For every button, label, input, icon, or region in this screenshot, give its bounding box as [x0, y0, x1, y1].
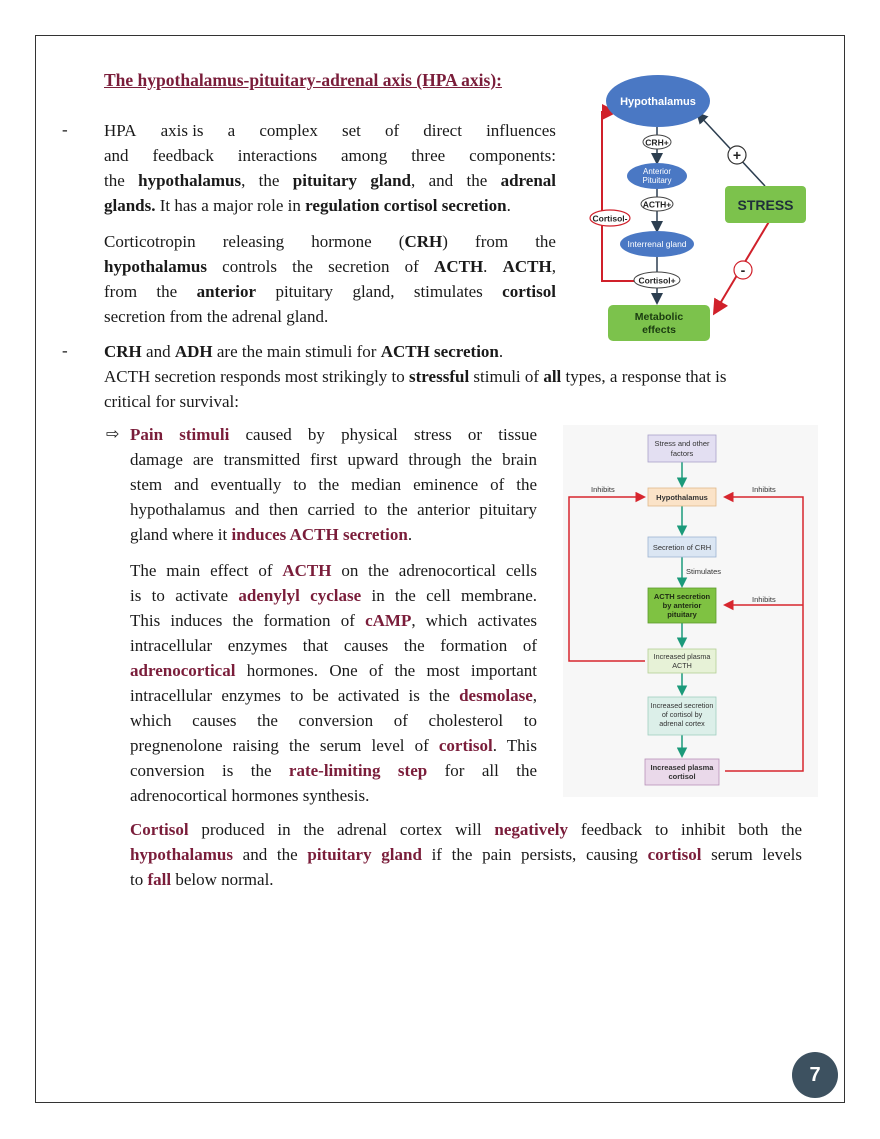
acth-label: ACTH+: [643, 200, 672, 210]
bullet-dash: -: [62, 341, 68, 360]
p5-line2: is to activate adenylyl cyclase in the c…: [130, 586, 537, 605]
feedback-arrow: [601, 104, 646, 282]
p6-line1: Cortisol produced in the adrenal cortex …: [130, 820, 803, 839]
p2-line2: hypothalamus controls the secretion of A…: [104, 257, 556, 276]
svg-text:Hypothalamus: Hypothalamus: [656, 493, 708, 502]
bullet-dash: -: [62, 120, 68, 139]
p5-line9: conversion is the rate-limiting step for…: [130, 761, 537, 780]
p3-line3: critical for survival:: [104, 392, 240, 411]
arrow-bullet-icon: ⇨: [106, 424, 120, 443]
cortisol-plus-node: [633, 271, 681, 289]
interrenal-gland-node: [620, 231, 694, 257]
cortisol-plus-label: Cortisol+: [638, 276, 675, 286]
page-number-badge: 7: [792, 1052, 838, 1098]
metabolic-label-2: effects: [642, 324, 676, 336]
hypothalamus-box: [647, 487, 717, 507]
interrenal-label: Interrenal gland: [627, 239, 686, 249]
p3-line1: CRH and ADH are the main stimuli for ACT…: [104, 342, 504, 361]
p1-line4: glands. It has a major role in regulatio…: [104, 196, 511, 215]
p5-line10: adrenocortical hormones synthesis.: [130, 786, 370, 805]
pituitary-label: Pituitary: [643, 176, 672, 185]
p5-line8: pregnenolone raising the serum level of …: [130, 736, 537, 755]
p4-line4: hypothalamus and then carried to the ant…: [130, 500, 537, 519]
svg-text:+: +: [733, 147, 741, 163]
hypothalamus-node: [606, 75, 710, 127]
crh-label: CRH+: [645, 138, 668, 148]
section-title: The hypothalamus-pituitary-adrenal axis …: [104, 70, 502, 90]
hypothalamus-label: Hypothalamus: [620, 96, 696, 108]
p4-line2: damage are transmitted first upward thro…: [130, 450, 537, 469]
p6-line3: to fall below normal.: [130, 870, 274, 889]
svg-text:Increased secretion: Increased secretion: [651, 701, 714, 710]
p5-line4: intracellular enzymes that causes the fo…: [130, 636, 537, 655]
p1-line3: the hypothalamus, the pituitary gland, a…: [104, 171, 556, 190]
p4-line1: Pain stimuli caused by physical stress o…: [130, 425, 537, 444]
p2-line3: from the anterior pituitary gland, stimu…: [104, 282, 556, 301]
p5-line1: The main effect of ACTH on the adrenocor…: [130, 561, 537, 580]
cortisol-minus-node: [589, 209, 631, 227]
svg-text:of cortisol by: of cortisol by: [662, 710, 703, 719]
p5-line3: This induces the formation of cAMP, whic…: [130, 611, 538, 630]
p2-line1: Corticotropin releasing hormone (CRH) fr…: [104, 232, 556, 251]
svg-text:Increased plasma: Increased plasma: [654, 652, 711, 661]
stress-factors-box: [647, 434, 717, 463]
page-border: [35, 35, 845, 1103]
metabolic-label-1: Metabolic: [635, 311, 684, 323]
stress-label: STRESS: [737, 197, 793, 213]
acth-regulation-flowchart: Inhibits Inhibits Inhibits Stimulates St…: [563, 425, 818, 797]
hpa-axis-diagram: Hypothalamus CRH+ Anterior Pituitary ACT…: [589, 75, 806, 341]
acth-secretion-box: [647, 587, 717, 624]
svg-text:ACTH secretion: ACTH secretion: [654, 592, 711, 601]
crh-secretion-box: [647, 536, 717, 558]
p3-line2: ACTH secretion responds most strikingly …: [104, 367, 727, 386]
acth-node: [640, 196, 674, 212]
svg-text:by anterior: by anterior: [663, 601, 702, 610]
svg-text:-: -: [741, 262, 746, 278]
p5-line5: adrenocortical hormones. One of the most…: [130, 661, 537, 680]
p4-line5: gland where it induces ACTH secretion.: [130, 525, 413, 544]
anterior-label: Anterior: [643, 167, 671, 176]
svg-text:cortisol: cortisol: [668, 772, 695, 781]
p4-line3: stem and eventually to the median eminen…: [130, 475, 537, 494]
inhibit-line-right: [723, 491, 804, 772]
crh-node: [642, 134, 672, 150]
p2-line4: secretion from the adrenal gland.: [104, 307, 329, 326]
p5-line7: which causes the conversion of cholester…: [130, 711, 537, 730]
p6-line2: hypothalamus and the pituitary gland if …: [130, 845, 803, 864]
metabolic-effects-node: [608, 305, 710, 341]
inhibits-mid-label: Inhibits: [752, 595, 776, 604]
svg-text:pituitary: pituitary: [667, 610, 697, 619]
cortisol-minus-label: Cortisol-: [593, 214, 628, 224]
p1-line2: and feedback interactions among three co…: [104, 146, 556, 165]
inhibits-left-label: Inhibits: [591, 485, 615, 494]
stimulates-label: Stimulates: [686, 567, 721, 576]
svg-text:ACTH: ACTH: [672, 661, 692, 670]
cortisol-secretion-box: [647, 696, 717, 736]
plasma-acth-box: [647, 648, 717, 674]
plasma-cortisol-box: [644, 758, 720, 786]
p5-line6: intracellular enzymes to be activated is…: [130, 686, 537, 705]
svg-text:factors: factors: [671, 449, 694, 458]
minus-icon: [733, 260, 753, 280]
anterior-pituitary-node: [627, 163, 687, 189]
svg-text:adrenal cortex: adrenal cortex: [659, 719, 705, 728]
svg-text:Increased plasma: Increased plasma: [651, 763, 715, 772]
inhibit-line-left: [568, 491, 646, 662]
svg-text:Secretion of CRH: Secretion of CRH: [653, 543, 711, 552]
stress-node: [725, 186, 806, 223]
plus-icon: [727, 145, 747, 165]
svg-text:Stress and other: Stress and other: [654, 439, 710, 448]
inhibits-right-label: Inhibits: [752, 485, 776, 494]
